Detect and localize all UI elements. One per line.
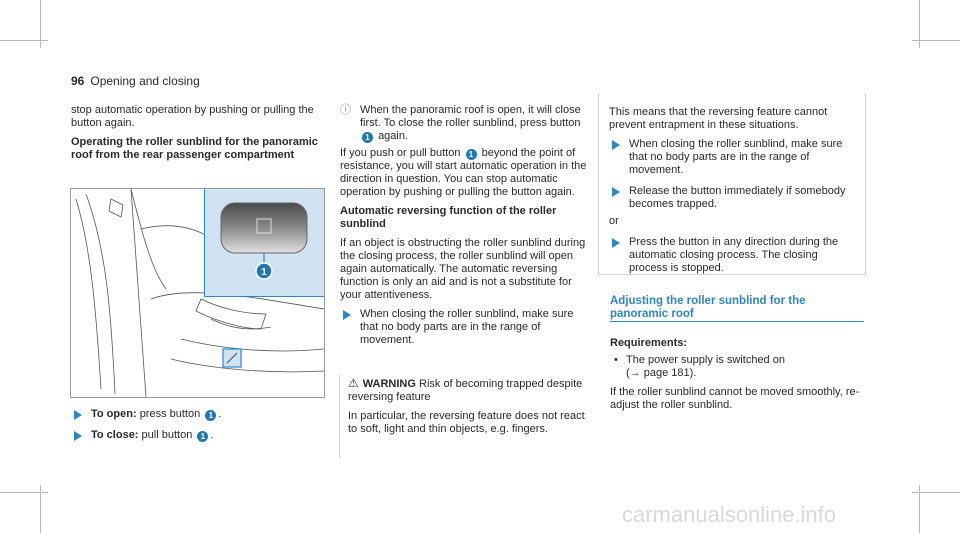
step-arrow-icon	[343, 310, 351, 320]
button-badge: 1	[362, 132, 373, 143]
col2-para2: If an object is obstructing the roller s…	[340, 237, 586, 301]
watermark: carmanualsonline.info	[622, 502, 837, 527]
requirements-label: Requirements:	[610, 337, 688, 349]
crop-mark	[919, 485, 920, 533]
section-heading: Adjusting the roller sunblind for the pa…	[610, 295, 806, 320]
crop-mark	[912, 492, 960, 493]
crop-mark	[919, 0, 920, 48]
page-reference-link[interactable]: (→ page 181).	[626, 367, 697, 379]
note: ⓘ When the panoramic roof is open, it wi…	[340, 104, 581, 143]
page-number: 96	[71, 74, 85, 88]
button-badge: 1	[197, 431, 209, 442]
col1-steps: To open: press button 1. To close: pull …	[71, 408, 323, 450]
col1-heading: Operating the roller sunblind for the pa…	[71, 136, 318, 161]
col3-para: If the roller sunblind cannot be moved s…	[610, 386, 860, 411]
col3-step1: When closing the roller sunblind, make s…	[609, 138, 859, 177]
step-arrow-icon	[612, 140, 620, 150]
col3-or: or	[609, 215, 619, 227]
page-header: 96 Opening and closing	[71, 74, 200, 88]
figure-callout: 1	[261, 267, 267, 278]
warning-continued-box: This means that the reversing feature ca…	[598, 94, 866, 275]
step-arrow-icon	[74, 431, 82, 441]
col3-intro: This means that the reversing feature ca…	[609, 106, 828, 131]
roller-sunblind-button	[220, 202, 308, 254]
col3-step2: Release the button immediately if somebo…	[609, 185, 859, 211]
crop-mark	[40, 485, 41, 533]
step-arrow-icon	[74, 410, 82, 420]
crop-mark	[0, 492, 48, 493]
col2-step: When closing the roller sunblind, make s…	[340, 308, 590, 347]
warning-icon: ⚠	[348, 376, 359, 390]
step-arrow-icon	[612, 238, 620, 248]
requirement-item: • The power supply is switched on (→ pag…	[614, 354, 785, 379]
crop-mark	[912, 40, 960, 41]
bullet-icon: •	[614, 354, 618, 366]
col1-intro: stop automatic operation by pushing or p…	[71, 104, 314, 129]
crop-mark	[40, 0, 41, 48]
col3-step3: Press the button in any direction during…	[609, 236, 859, 275]
button-badge: 1	[465, 149, 477, 160]
step-close: To close: pull button 1.	[71, 429, 323, 442]
step-arrow-icon	[612, 187, 620, 197]
step-open: To open: press button 1.	[71, 408, 323, 421]
requirements: Requirements: • The power supply is swit…	[610, 337, 864, 418]
column-1: stop automatic operation by pushing or p…	[71, 104, 323, 168]
page-section: Opening and closing	[90, 74, 200, 88]
button-badge: 1	[205, 410, 217, 421]
door-illustration	[75, 189, 324, 397]
warning-box: ⚠WARNING Risk of becoming trapped despit…	[339, 375, 595, 458]
col2-heading: Automatic reversing function of the roll…	[340, 205, 557, 230]
crop-mark	[0, 40, 48, 41]
column-2: ⓘ When the panoramic roof is open, it wi…	[340, 104, 590, 355]
col2-para1: If you push or pull button 1 beyond the …	[340, 147, 587, 198]
door-figure: 1	[70, 188, 325, 398]
button-detail-inset: 1	[204, 189, 324, 297]
heading-rule	[610, 321, 864, 322]
info-icon: ⓘ	[340, 104, 351, 116]
warning-text: In particular, the reversing feature doe…	[348, 410, 585, 435]
